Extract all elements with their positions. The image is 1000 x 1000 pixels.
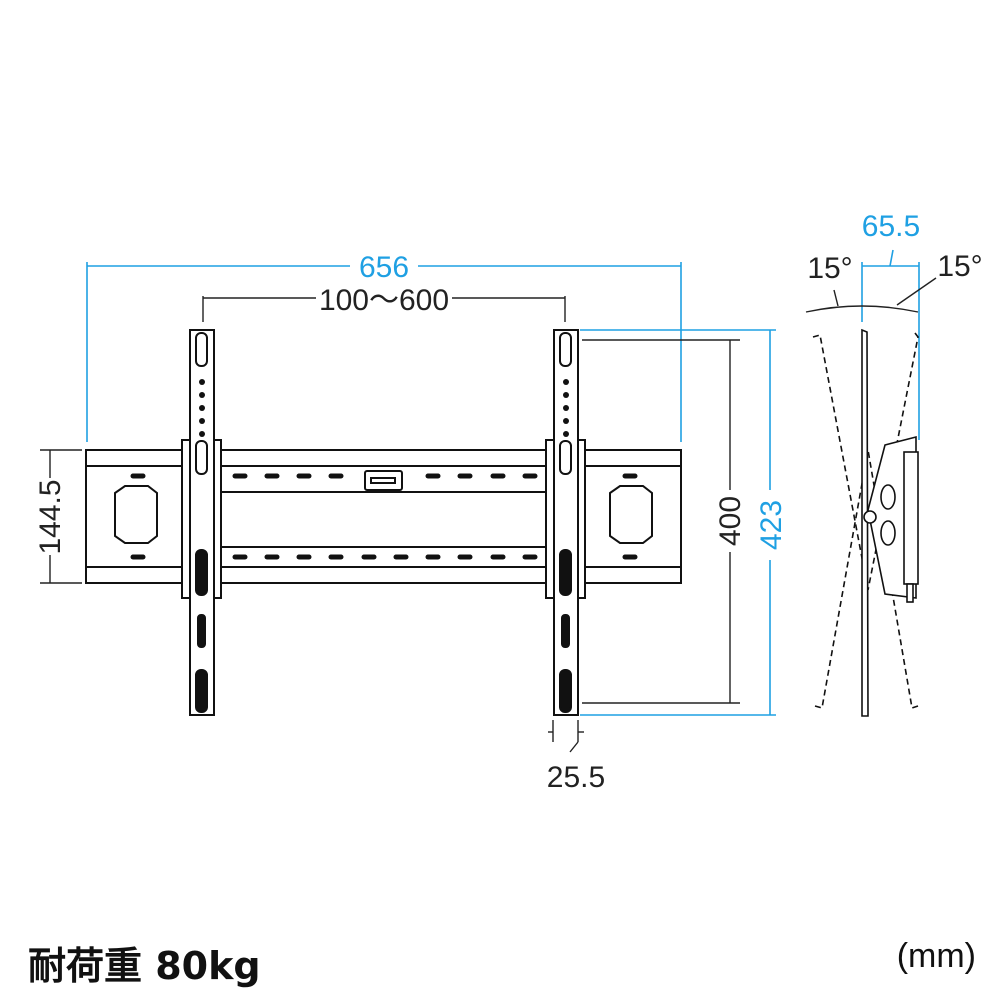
hole-span-label: 400 <box>714 496 747 546</box>
right-arm <box>545 329 586 716</box>
arm-width-label: 25.5 <box>547 761 605 794</box>
left-arm <box>181 329 222 716</box>
side-view <box>812 328 919 717</box>
wall-anchor-cutout-right <box>609 485 653 544</box>
rail-slots <box>130 473 638 560</box>
side-wall-plate <box>903 451 919 585</box>
total-height-label: 423 <box>755 500 788 550</box>
depth-label: 65.5 <box>862 210 920 243</box>
width-dimension-label: 656 <box>359 251 409 284</box>
arm-right <box>553 329 579 716</box>
blue-dimensions <box>86 249 920 716</box>
arm-left <box>189 329 215 716</box>
black-dimensions <box>40 277 937 753</box>
tilt-left-label: 15° <box>807 252 852 285</box>
unit-label: (mm) <box>896 937 976 975</box>
vesa-range-label: 100〜600 <box>319 284 449 317</box>
side-mount-plate <box>861 328 869 717</box>
tilt-right-label: 15° <box>937 250 982 283</box>
front-view <box>85 329 682 716</box>
load-capacity: 耐荷重 80kg <box>28 944 261 988</box>
wall-anchor-cutout-left <box>114 485 158 544</box>
rail-center-panel <box>214 491 549 548</box>
rail-height-label: 144.5 <box>34 479 67 554</box>
